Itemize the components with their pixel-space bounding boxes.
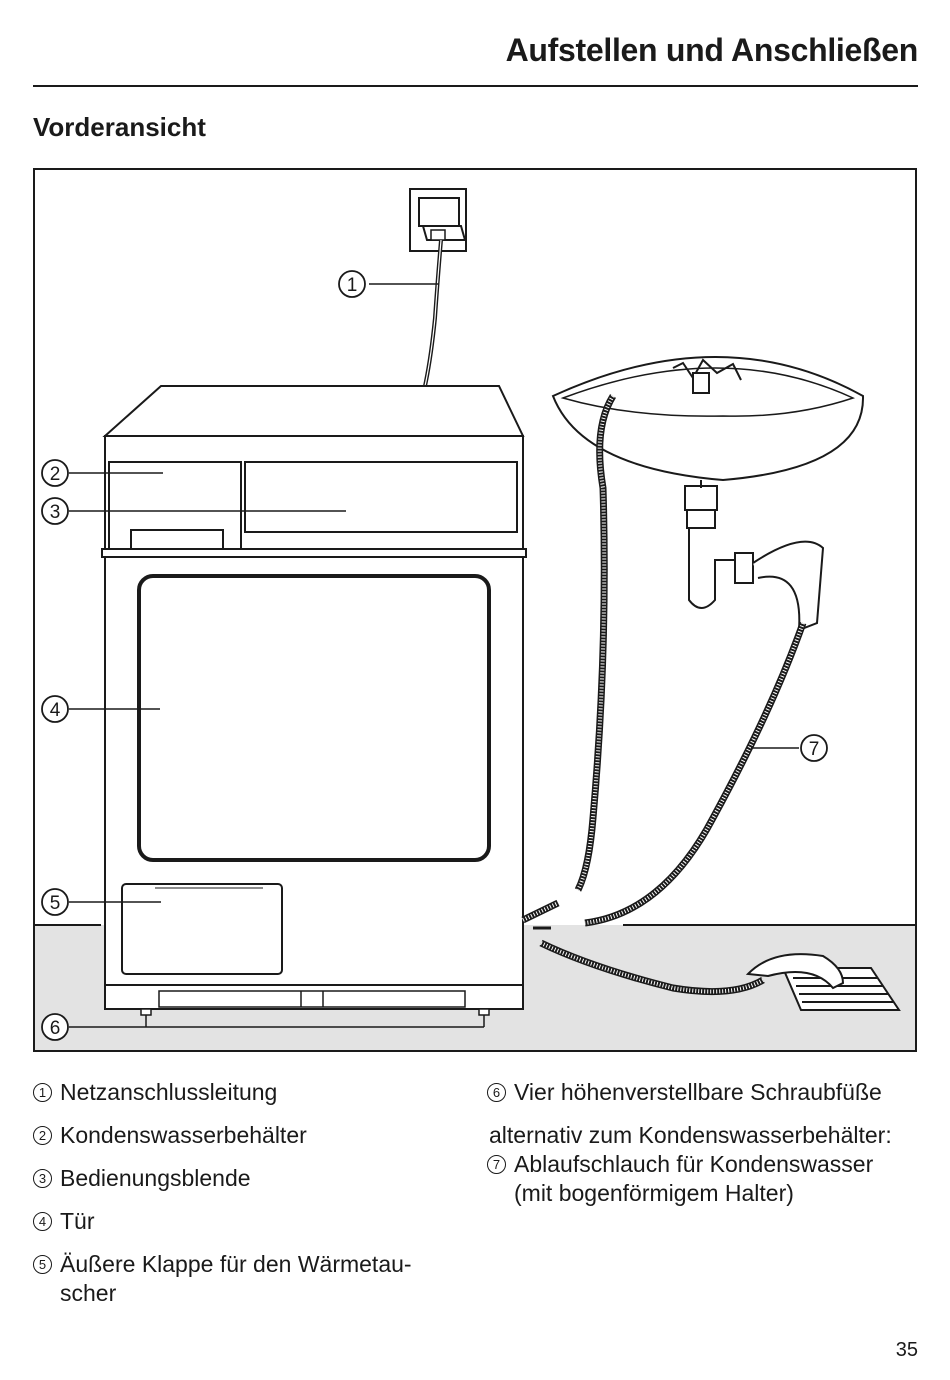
drain-hose [584,621,807,927]
callout-7-label: 7 [809,739,820,760]
legend-number: 6 [487,1083,506,1102]
figure-frame [33,168,917,1052]
dryer [101,385,527,1016]
callout-3-label: 3 [50,502,61,523]
legend-number: 5 [33,1255,52,1274]
legend-left: 1 Netzanschlussleitung 2 Kondenswasserbe… [33,1078,453,1308]
wall-socket [409,188,467,252]
legend-text: Bedienungsblende [60,1165,251,1191]
section-title: Vorderansicht [33,112,206,142]
floor-drain-hose [539,939,765,996]
callout-6-label: 6 [50,1018,61,1039]
wash-basin [551,356,865,632]
callout-2-label: 2 [50,464,61,485]
legend-text: Netzanschlussleitung [60,1079,278,1105]
legend-item: 4 Tür [33,1207,453,1236]
callout-3: 3 [41,497,69,525]
legend-right: 6 Vier höhenverstellbare Schraubfüße alt… [487,1078,927,1208]
legend-item: 6 Vier höhenverstellbare Schraubfüße [487,1078,927,1107]
callout-1: 1 [338,270,366,298]
front-view-illustration: 1 2 3 4 5 6 7 [33,168,917,1052]
legend-text: Tür [60,1208,95,1234]
callout-4-label: 4 [50,700,61,721]
drain-hose-loop [574,394,617,892]
legend-text: Vier höhenverstellbare Schraubfüße [514,1079,882,1105]
callout-6: 6 [41,1013,69,1041]
callout-4: 4 [41,695,69,723]
legend-number: 7 [487,1155,506,1174]
callout-5-label: 5 [50,893,61,914]
header-title: Aufstellen und Anschließen [505,32,919,68]
legend-item: 1 Netzanschlussleitung [33,1078,453,1107]
legend-text: Äußere Klappe für den Wärmetau- [60,1251,412,1277]
callout-2: 2 [41,459,69,487]
legend-item: 7 Ablaufschlauch für Kondenswasser (mit … [487,1150,927,1208]
legend-text: Kondenswasserbehälter [60,1122,307,1148]
power-cord [423,239,443,387]
legend-text: Ablaufschlauch für Kondenswasser [514,1151,874,1177]
legend-number: 4 [33,1212,52,1231]
legend-number: 1 [33,1083,52,1102]
legend-item: 3 Bedienungsblende [33,1164,453,1193]
legend-number: 2 [33,1126,52,1145]
callout-7: 7 [800,734,828,762]
legend-number: 3 [33,1169,52,1188]
page-number: 35 [895,1339,918,1361]
header-rule [33,85,918,87]
legend-item: 5 Äußere Klappe für den Wärmetau- scher [33,1250,453,1308]
legend-note: alternativ zum Kondenswasserbehälter: [489,1122,892,1148]
legend-item: 2 Kondenswasserbehälter [33,1121,453,1150]
legend-text-continued: (mit bogenförmigem Halter) [514,1180,794,1206]
callout-5: 5 [41,888,69,916]
floor-drain [745,953,901,1011]
callout-1-label: 1 [347,275,358,296]
legend-text-continued: scher [60,1280,117,1306]
